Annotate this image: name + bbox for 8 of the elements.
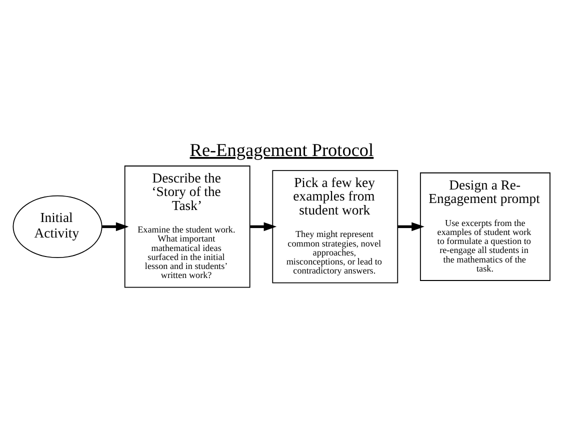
arrow: [102, 222, 129, 232]
node-ellipse: Initial Activity: [12, 195, 102, 258]
node-box: Describe the ‘Story of the Task’ Examine the student work. What important mathematical ideas surfaced in the initial lesson and in students’ written work?: [124, 166, 250, 288]
arrow: [398, 222, 424, 232]
node-box: Design a Re-Engagement prompt Use excerpts from the examples of student work to formulate a question to re-engage all students in the mathematics of the task.: [420, 172, 550, 281]
diagram-title: Re-Engagement Protocol: [190, 140, 374, 160]
arrow: [250, 222, 277, 232]
node-box: Pick a few key examples from student work They might represent common strategies, novel approaches, misconceptions, or lead to contradictory answers.: [272, 170, 398, 284]
